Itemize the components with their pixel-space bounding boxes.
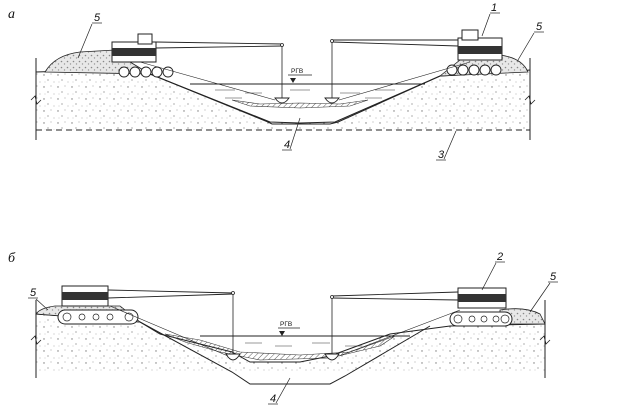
- excavator-drag-line: [338, 61, 471, 101]
- excavator-engine-grille: [62, 292, 108, 300]
- panel-a-water-ripples: [215, 89, 395, 99]
- panel-a-excavator-right: [324, 29, 503, 104]
- panel-b-water-ripples: [245, 342, 362, 347]
- excavator-boom: [331, 39, 459, 47]
- panel-a-callout-5-right: 5: [517, 21, 544, 61]
- excavator-pulley: [231, 291, 235, 295]
- excavator-operator-cab: [461, 29, 479, 41]
- panel-a-river-bed: [231, 99, 369, 109]
- excavator-bucket: [324, 97, 340, 104]
- excavator-engine-grille: [112, 48, 156, 56]
- panel-a-break-mark-right: [524, 95, 536, 105]
- panel-b-callout-4: 4: [268, 377, 291, 405]
- excavator-engine-grille: [458, 46, 502, 54]
- panel-b-letter: б: [8, 251, 16, 266]
- excavator-track-rollers: [62, 312, 134, 322]
- panel-a-callout-4: 4: [282, 117, 301, 151]
- svg-text:4: 4: [284, 139, 290, 151]
- excavator-wheels: [446, 64, 502, 76]
- panel-a: а РГВ: [8, 2, 544, 161]
- excavator-bucket: [324, 353, 340, 361]
- excavator-pulley: [330, 39, 334, 43]
- excavator-operator-cab: [137, 33, 153, 45]
- panel-b-break-mark-left: [30, 335, 42, 345]
- svg-text:2: 2: [496, 251, 503, 263]
- excavator-pulley: [280, 43, 284, 47]
- panel-b-callout-2: 2: [481, 251, 505, 291]
- panel-b-callout-5-left: 5: [28, 287, 49, 311]
- excavator-boom: [331, 291, 459, 301]
- svg-text:5: 5: [550, 271, 557, 283]
- svg-text:5: 5: [94, 12, 101, 24]
- panel-b-soil: [36, 314, 545, 372]
- panel-b-excavator-left: [57, 285, 241, 361]
- panel-a-trench-outline: [149, 73, 441, 125]
- panel-a-excavator-left: [111, 33, 290, 104]
- excavator-boom: [107, 289, 234, 299]
- svg-text:5: 5: [30, 287, 37, 299]
- excavator-pulley: [330, 295, 334, 299]
- panel-b: б РГВ: [8, 251, 558, 405]
- panel-a-soil: [36, 70, 530, 130]
- svg-text:3: 3: [438, 149, 445, 161]
- excavator-boom: [155, 41, 283, 49]
- excavator-drag-line: [109, 305, 229, 357]
- panel-a-callout-3: 3: [436, 130, 457, 161]
- panel-a-rgv-label: РГВ: [291, 68, 303, 75]
- excavator-wheels: [118, 66, 174, 78]
- excavator-track-rollers: [453, 314, 510, 324]
- panel-b-trench-outline: [139, 321, 431, 385]
- excavator-engine-grille: [458, 294, 506, 302]
- panel-b-excavator-right: [324, 287, 513, 361]
- excavator-drag-line: [139, 61, 276, 101]
- panel-a-rgv-triangle: [290, 78, 296, 83]
- svg-text:4: 4: [270, 393, 276, 405]
- excavator-bucket: [274, 97, 290, 104]
- panel-b-break-mark-right: [539, 335, 551, 345]
- svg-text:5: 5: [536, 21, 543, 33]
- svg-text:1: 1: [491, 2, 497, 14]
- panel-b-rgv-label: РГВ: [280, 321, 292, 328]
- excavator-drag-line: [338, 309, 461, 357]
- panel-b-rgv-triangle: [279, 331, 285, 336]
- excavator-bucket: [225, 353, 241, 361]
- panel-b-callout-5-right: 5: [529, 271, 558, 313]
- panel-a-break-mark-left: [30, 95, 42, 105]
- panel-a-letter: а: [8, 7, 15, 22]
- panel-a-callout-1: 1: [481, 2, 500, 37]
- panel-a-callout-5-left: 5: [77, 12, 102, 59]
